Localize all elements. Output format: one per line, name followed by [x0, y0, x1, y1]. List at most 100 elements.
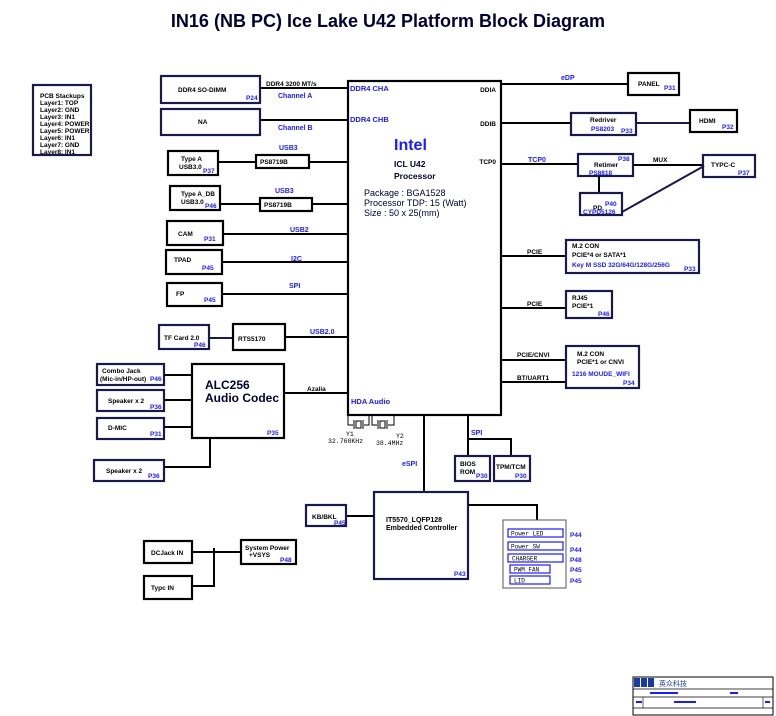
- redriver-chip[interactable]: Redriver PS8203 P33: [569, 111, 638, 137]
- embedded-controller[interactable]: IT5570_LQFP128 Embedded Controller P43: [372, 490, 470, 581]
- hdmi-port[interactable]: HDMI P32: [688, 108, 739, 134]
- mux-label: MUX: [653, 157, 668, 164]
- bus-edp: eDP: [561, 75, 575, 82]
- redriver-model: PS8203: [591, 126, 615, 133]
- ec-item-pwm-fan[interactable]: PWM FAN: [509, 564, 551, 574]
- page-ref: P44: [570, 532, 582, 539]
- ssd-m2-connector[interactable]: M.2 CON PCIE*4 or SATA*1 Key M SSD 32G/6…: [564, 238, 701, 275]
- type-c-label: TYPC-C: [711, 162, 736, 169]
- tpad-device[interactable]: TPAD P45: [164, 248, 224, 276]
- ps8719b-db-chip[interactable]: PS8719B: [258, 196, 314, 213]
- bus-bt-uart1: BT/UART1: [517, 375, 550, 382]
- type-a-port[interactable]: Type A USB3.0 P37: [166, 149, 220, 177]
- tpm-tcm[interactable]: TPM/TCM P30: [492, 454, 532, 483]
- crystal-y2-freq: 38.4MHz: [376, 440, 403, 447]
- wifi-label: M.2 CON: [577, 351, 604, 358]
- page-ref: P48: [280, 557, 292, 564]
- crystal-y1: Y1: [346, 431, 354, 438]
- page-ref: P36: [148, 473, 160, 480]
- ssd-label: M.2 CON: [572, 243, 599, 250]
- page-ref: P46: [194, 342, 206, 349]
- pcb-stackups: PCB Stackups Layer1: TOP Layer2: GND Lay…: [31, 83, 93, 157]
- page-ref: P33: [684, 266, 696, 273]
- bus-espi: eSPI: [402, 461, 417, 468]
- page-ref: P45: [570, 578, 582, 585]
- type-a-db-port[interactable]: Type A_DB USB3.0 P46: [168, 184, 222, 212]
- rj45-port[interactable]: RJ45 PCIE*1 P46: [564, 289, 614, 320]
- tf-card-label: TF Card 2.0: [164, 335, 200, 342]
- cam-device[interactable]: CAM P31: [165, 219, 225, 247]
- wifi-m2-connector[interactable]: M.2 CON PCIE*1 or CNVI 1216 MOUDE_WIFI P…: [564, 344, 641, 390]
- speaker-1[interactable]: Speaker x 2 P36: [95, 388, 166, 413]
- hdmi-label: HDMI: [699, 118, 716, 125]
- chip-label: RTS5170: [238, 336, 266, 343]
- combo-jack[interactable]: Combo Jack (Mic-in/HP-out) P46: [95, 362, 166, 387]
- retimer-label: Retimer: [594, 162, 619, 169]
- pcb-layer: Layer8: IN1: [40, 149, 75, 156]
- panel-label: PANEL: [638, 81, 660, 88]
- cpu-package: Package : BGA1528: [364, 188, 446, 198]
- page-ref: P43: [454, 571, 466, 578]
- title-block: 英众科技: [632, 676, 774, 716]
- kb-bkl[interactable]: KB/BKL P45: [304, 503, 348, 528]
- cpu-tdp: Processor TDP: 15 (Watt): [364, 198, 467, 208]
- company-logo-icon: [634, 678, 640, 687]
- pcb-stackups-heading: PCB Stackups: [40, 93, 85, 100]
- page-ref: P31: [150, 431, 162, 438]
- rts5170-chip[interactable]: RTS5170: [231, 322, 287, 352]
- page-ref: P30: [515, 473, 527, 480]
- dmic-label: D-MIC: [108, 425, 127, 432]
- speaker-label: Speaker x 2: [108, 398, 145, 405]
- fp-device[interactable]: FP P45: [165, 281, 224, 308]
- system-power[interactable]: System Power +VSYS P48: [239, 538, 298, 566]
- ec-item-lid[interactable]: LID: [509, 575, 551, 585]
- page-ref: P32: [722, 124, 734, 131]
- typc-in[interactable]: Typc IN: [142, 574, 194, 601]
- type-c-port[interactable]: TYPC-C P37: [701, 153, 757, 179]
- chip-label: PS8719B: [260, 159, 288, 166]
- page-ref: P40: [605, 201, 617, 208]
- ps8719b-chip[interactable]: PS8719B: [254, 153, 311, 170]
- page-ref: P24: [246, 95, 258, 102]
- bus-usb3: USB3: [279, 145, 298, 152]
- retimer-model: PS8818: [589, 170, 613, 177]
- page-ref: P45: [204, 297, 216, 304]
- ec-item-power-sw[interactable]: Power SW: [507, 541, 564, 551]
- memory-na[interactable]: NA: [159, 107, 262, 137]
- retimer-chip[interactable]: Retimer PS8818 P38: [576, 152, 635, 178]
- ssd-capacity: Key M SSD 32G/64G/128G/256G: [572, 262, 670, 269]
- page-ref: P45: [202, 265, 214, 272]
- page-ref: P46: [598, 311, 610, 318]
- tf-card-device[interactable]: TF Card 2.0 P46: [157, 323, 211, 351]
- dmic[interactable]: D-MIC P31: [95, 416, 166, 441]
- speaker-2[interactable]: Speaker x 2 P36: [92, 458, 166, 483]
- pd-model: CYPD5126: [583, 209, 616, 216]
- type-a-sub: USB3.0: [179, 164, 202, 171]
- ddr4-speed: DDR4 3200 MT/s: [266, 81, 317, 88]
- page-ref: P33: [621, 128, 633, 135]
- memory-sodimm[interactable]: DDR4 SO-DIMM P24: [159, 74, 262, 105]
- panel-device[interactable]: PANEL P31: [626, 71, 681, 97]
- audio-codec[interactable]: ALC256 Audio Codec P35: [190, 362, 286, 440]
- cpu-type: Processor: [394, 171, 436, 181]
- pcb-layer: Layer4: POWER: [40, 121, 90, 128]
- channel-b-label: Channel B: [278, 125, 313, 132]
- kb-label: KB/BKL: [312, 514, 337, 521]
- cpu-size: Size : 50 x 25(mm): [364, 208, 440, 218]
- dcjack-in[interactable]: DCJack IN: [142, 539, 194, 565]
- ec-item-power-led[interactable]: Power LED: [507, 528, 564, 538]
- page-ref: P44: [570, 547, 582, 554]
- pd-controller[interactable]: PD CYPD5126 P40: [578, 191, 624, 217]
- bus-usb3: USB3: [275, 188, 294, 195]
- codec-type: Audio Codec: [205, 391, 279, 405]
- page-ref: P38: [618, 156, 630, 163]
- bios-rom[interactable]: BIOS ROM P30: [453, 454, 492, 483]
- speaker-label: Speaker x 2: [106, 468, 143, 475]
- cpu-block[interactable]: DDR4 CHA DDR4 CHB DDIA DDIB TCP0 Intel I…: [346, 79, 503, 417]
- ec-type: Embedded Controller: [386, 525, 457, 532]
- ec-item-charger[interactable]: CHARGER: [507, 553, 564, 563]
- page-ref: P46: [205, 203, 217, 210]
- page-ref: P36: [150, 404, 162, 411]
- page-ref: P30: [476, 473, 488, 480]
